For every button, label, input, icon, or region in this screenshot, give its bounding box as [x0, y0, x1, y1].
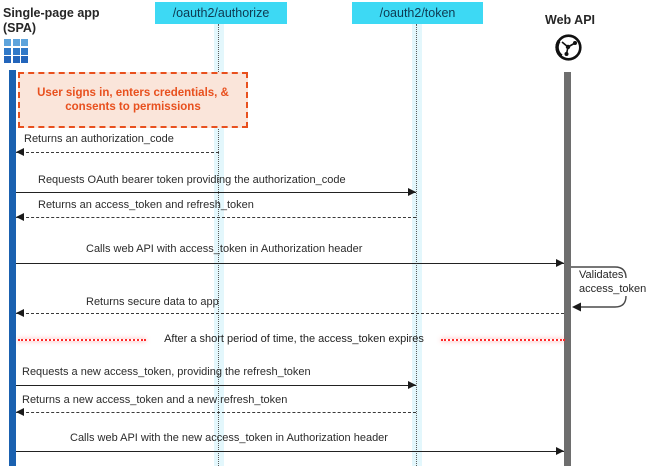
message-arrow [16, 451, 564, 452]
arrowhead-right-icon [556, 447, 564, 455]
expiry-separator-label: After a short period of time, the access… [164, 333, 424, 345]
token-lifeline-band [412, 24, 422, 466]
message-label: Calls web API with access_token in Autho… [86, 243, 363, 255]
message-arrow [16, 313, 564, 314]
arrowhead-right-icon [408, 381, 416, 389]
message-arrow [16, 263, 564, 264]
expiry-separator-left [18, 339, 146, 341]
expiry-separator-right [441, 339, 565, 341]
message-arrow [16, 412, 416, 413]
webapi-lifeline [564, 72, 571, 466]
user-signin-note: User signs in, enters credentials, & con… [18, 72, 248, 128]
message-label: Returns an access_token and refresh_toke… [38, 199, 254, 211]
spa-lifeline [9, 70, 16, 466]
arrowhead-left-icon [16, 148, 24, 156]
validates-token-label: Validates access_token [579, 269, 649, 296]
authorize-lifeline-band [214, 24, 224, 466]
validates-line1: Validates [579, 269, 624, 281]
spa-actor-name: Single-page app [3, 6, 100, 20]
message-arrow [16, 385, 416, 386]
arrowhead-left-icon [16, 309, 24, 317]
arrowhead-left-icon [16, 408, 24, 416]
message-label: Returns a new access_token and a new ref… [22, 394, 288, 406]
message-label: Returns an authorization_code [24, 133, 174, 145]
arrowhead-left-icon [16, 213, 24, 221]
validates-line2: access_token [579, 282, 647, 295]
token-lifeline [416, 24, 417, 466]
spa-actor-sub: (SPA) [3, 21, 37, 35]
message-label: Requests a new access_token, providing t… [22, 366, 311, 378]
self-message-arrow [571, 266, 627, 312]
spa-actor-label: Single-page app (SPA) [3, 6, 100, 36]
message-label: Requests OAuth bearer token providing th… [38, 174, 346, 186]
arrowhead-right-icon [556, 259, 564, 267]
arrowhead-right-icon [408, 188, 416, 196]
message-arrow [16, 192, 416, 193]
authorize-endpoint: /oauth2/authorize [155, 2, 287, 24]
spa-grid-icon [4, 39, 28, 63]
message-arrow [16, 152, 219, 153]
globe-network-icon [555, 34, 582, 61]
message-label: Calls web API with the new access_token … [70, 432, 388, 444]
message-label: Returns secure data to app [86, 296, 219, 308]
token-endpoint: /oauth2/token [352, 2, 483, 24]
webapi-actor-label: Web API [545, 13, 596, 27]
authorize-lifeline [218, 24, 219, 466]
message-arrow [16, 217, 416, 218]
